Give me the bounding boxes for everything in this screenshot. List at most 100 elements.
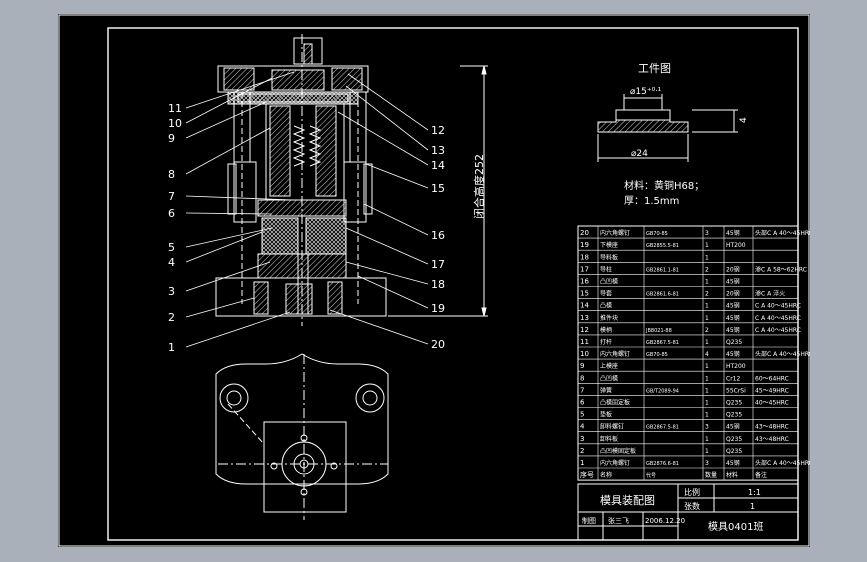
bom-cell-no: 6	[580, 399, 585, 407]
bom-cell-mat: 45钢	[726, 350, 740, 358]
bom-cell-qty: 1	[705, 387, 709, 394]
inner-border	[107, 27, 799, 541]
bom-cell-std: GB70-85	[646, 352, 668, 358]
callout-10: 10	[168, 117, 182, 130]
bom-cell-note: C A 40～45HRC	[755, 315, 801, 322]
callout-17: 17	[431, 258, 445, 271]
sheet-label: 张数	[684, 501, 700, 511]
bom-cell-name: 凸模固定板	[600, 399, 630, 407]
bom-cell-name: 凸模	[600, 302, 612, 310]
bom-cell-qty: 1	[705, 242, 709, 249]
callout-11: 11	[168, 102, 182, 115]
die-plan-view	[215, 353, 389, 520]
bom-cell-note: 渗C A 淬火	[755, 290, 785, 298]
callout-6: 6	[168, 207, 175, 220]
bom-cell-name: 卸料板	[600, 435, 618, 443]
bom-cell-mat: 45钢	[726, 302, 740, 310]
callout-13: 13	[431, 144, 445, 157]
bom-cell-no: 17	[580, 265, 589, 273]
bom-cell-no: 2	[580, 447, 584, 455]
bom-header-row: 序号名称代号数量材料备注	[580, 470, 767, 479]
callout-4: 4	[168, 256, 175, 269]
bom-cell-no: 19	[580, 241, 589, 249]
bom-cell-qty: 1	[705, 448, 709, 455]
callout-14: 14	[431, 159, 445, 172]
callout-1: 1	[168, 341, 175, 354]
scale-value: 1:1	[748, 488, 761, 497]
bom-cell-qty: 2	[705, 327, 709, 334]
bom-cell-mat: Q235	[726, 400, 742, 407]
bom-cell-name: 模柄	[600, 326, 612, 334]
workpiece-drawing	[597, 94, 738, 162]
bom-cell-no: 3	[580, 435, 584, 443]
bom-cell-no: 10	[580, 350, 589, 358]
bom-cell-note: 头部C A 40～45HRC	[755, 350, 810, 358]
callout-15: 15	[431, 182, 445, 195]
workpiece-thickness: 厚：1.5mm	[624, 195, 679, 207]
bom-cell-qty: 1	[705, 436, 709, 443]
bom-cell-name: 导套	[600, 290, 612, 298]
bom-cell-std: GB2876.6-81	[646, 461, 679, 467]
bom-cell-note: 45～49HRC	[755, 387, 789, 394]
bom-cell-name: 导柱	[600, 265, 612, 273]
bom-cell-name: 名称	[600, 471, 612, 479]
bom-cell-no: 11	[580, 338, 589, 346]
bom-cell-mat: Q235	[726, 436, 742, 443]
outer-border	[58, 14, 810, 547]
bom-cell-note: 43～48HRC	[755, 424, 789, 431]
bom-cell-no: 12	[580, 326, 589, 334]
bom-cell-mat: 20钢	[726, 265, 740, 273]
drawn-name: 张三飞	[608, 516, 629, 525]
workpiece-dim-top: ⌀15⁺⁰ᐧ¹	[630, 87, 662, 97]
bom-cell-no: 14	[580, 302, 589, 310]
class-name: 模具0401班	[708, 521, 763, 533]
bom-cell-note: 备注	[755, 471, 767, 479]
scale-label: 比例	[684, 487, 700, 497]
bom-cell-qty: 1	[705, 339, 709, 346]
bom-cell-mat: Q235	[726, 339, 742, 346]
callout-5: 5	[168, 241, 175, 254]
bom-cell-mat: 45钢	[726, 326, 740, 334]
bom-cell-note: 头部C A 40～45HRC	[755, 459, 810, 467]
callout-7: 7	[168, 190, 175, 203]
bom-cell-qty: 1	[705, 363, 709, 370]
workpiece-material: 材料：黄铜H68；	[624, 179, 704, 192]
bom-cell-std: 代号	[646, 472, 656, 479]
bom-cell-note: 40～45HRC	[755, 400, 789, 407]
bom-cell-std: GB2861.6-81	[646, 292, 679, 298]
bom-cell-qty: 2	[705, 266, 709, 273]
bom-cell-name: 导料板	[600, 253, 618, 261]
bom-cell-name: 凸凹模	[600, 278, 618, 286]
bom-cell-no: 序号	[580, 470, 594, 479]
bom-cell-note: C A 40～45HRC	[755, 303, 801, 310]
bom-cell-std: GB2867.5-81	[646, 425, 679, 431]
drawn-date: 2006.12.20	[645, 517, 685, 525]
sheet-value: 1	[750, 502, 755, 511]
bom-cell-mat: Q235	[726, 448, 742, 455]
bom-cell-mat: 材料	[726, 471, 738, 479]
callout-9: 9	[168, 132, 175, 145]
bom-cell-mat: 20钢	[726, 290, 740, 298]
bom-cell-no: 15	[580, 290, 589, 298]
bom-cell-qty: 2	[705, 291, 709, 298]
bom-cell-std: GB70-85	[646, 231, 668, 237]
bom-cell-name: 垫板	[600, 411, 612, 419]
bom-cell-no: 5	[580, 411, 584, 419]
bom-cell-qty: 1	[705, 303, 709, 310]
drawn-label: 制图	[582, 516, 596, 525]
bom-cell-qty: 1	[705, 315, 709, 322]
workpiece-title: 工件图	[638, 62, 671, 75]
bom-cell-note: 渗C A 58～62HRC	[755, 265, 807, 273]
die-section-view	[215, 34, 488, 326]
callout-8: 8	[168, 168, 175, 181]
bom-cell-mat: 45钢	[726, 459, 740, 467]
